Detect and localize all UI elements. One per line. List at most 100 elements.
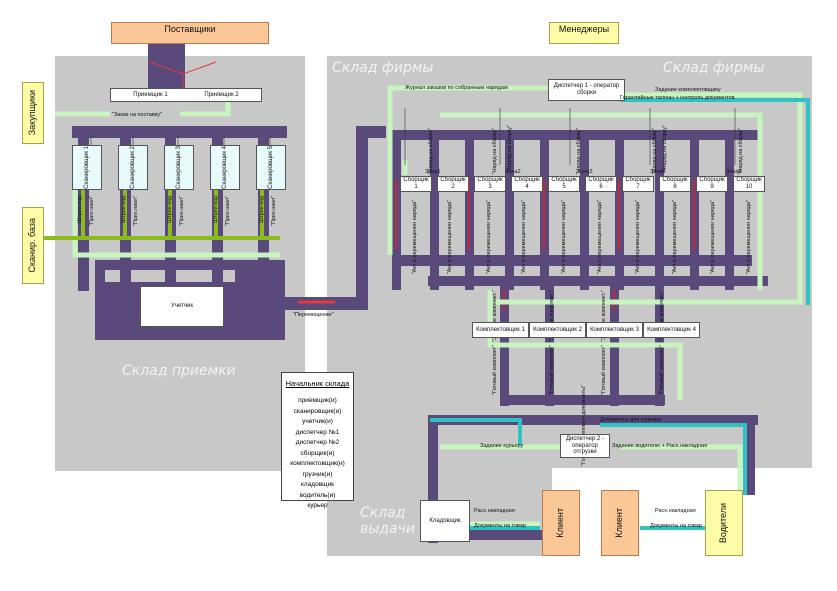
client-right-box: Клиент: [601, 490, 639, 556]
scanner-5-box: Сканировщик 5: [256, 145, 286, 190]
assembler-7-box: Сборщик 7: [622, 176, 654, 192]
drivers-label: Водители: [718, 502, 729, 544]
packer-3-box: Комплектовщик 3: [586, 322, 643, 338]
ready-set-label-3: "Готовый комплект": [601, 345, 607, 395]
packer-1-box: Комплектовщик 1: [472, 322, 529, 338]
barcode-label-5: Штрих-код: [259, 196, 265, 223]
ready-set-label-1: "Готовый комплект": [492, 345, 498, 395]
warranty-label: Гарантийные талоны + контроль документов: [620, 95, 735, 101]
barcode-label-4: Штрих-код: [213, 196, 219, 223]
dispatcher-1-box: Диспетчер 1 - оператор сборки: [548, 79, 625, 101]
move-act-label-3: "Акт о перемещении наряда": [486, 200, 492, 275]
income-label-5: "Прих.накл": [271, 196, 277, 227]
move-act-label-5: "Акт о перемещении наряда": [561, 200, 567, 275]
legend-item: приемщик(и): [298, 397, 337, 404]
move-act-label-10: "Акт о перемещении наряда": [746, 200, 752, 275]
assembly-order-label-2: "Наряд на сборку": [492, 128, 498, 175]
assembler-3-box: Сборщик 3: [474, 176, 506, 192]
cashier-box: Кладовщик: [420, 500, 470, 542]
expense-invoice-label: Расх.накладная: [474, 508, 515, 514]
legend-title: Начальник склада: [285, 379, 350, 388]
suppliers-box: Поставщики: [111, 22, 269, 44]
receivers-box: Приемщик 1 Приемщик 2: [110, 88, 262, 102]
move-act-label-4: "Акт о перемещении наряда": [521, 200, 527, 275]
scanner-1-label: Сканировщик 1: [83, 146, 90, 189]
legend-item: учетчик(и): [302, 418, 333, 425]
scanner-4-label: Сканировщик 4: [221, 146, 228, 189]
assembler-1-box: Сборщик 1: [400, 176, 432, 192]
packer-4-box: Комплектовщик 4: [643, 322, 700, 338]
scanner-3-box: Сканировщик 3: [164, 145, 194, 190]
zone-4-label: Зона4: [650, 169, 666, 175]
assembler-6-box: Сборщик 6: [585, 176, 617, 192]
assembly-order-label-7: "Наряд на сборку": [662, 125, 668, 172]
warehouse-head-legend: Начальник склада приемщик(и) сканировщик…: [281, 372, 354, 509]
assembler-5-box: Сборщик 5: [548, 176, 580, 192]
legend-item: комплектовщик(и): [290, 460, 345, 467]
assembler-9-box: Сборщик 9: [696, 176, 728, 192]
accountant-box: Учетчик: [140, 286, 224, 327]
move-act-label-2: "Акт о перемещении наряда": [447, 200, 453, 275]
scanner-1-box: Сканировщик 1: [72, 145, 102, 190]
zone-label-firm-right: Склад фирмы: [663, 60, 765, 76]
purchasers-box: Закупщики: [22, 82, 44, 144]
scan-base-box: Сканир. база: [22, 207, 44, 284]
scan-base-label: Сканир. база: [27, 218, 38, 273]
zone-2-label: Зона2: [505, 169, 521, 175]
move-act-label-8: "Акт о перемещении наряда": [672, 200, 678, 275]
legend-item: сканировщик(и): [293, 407, 342, 415]
zone-label-dispatch: Склад выдачи: [360, 505, 415, 537]
task-driver-label: Задание водителю + Расх.накладная: [612, 443, 708, 449]
zone-label-receiving: Склад приемки: [122, 363, 236, 379]
scanner-5-label: Сканировщик 5: [267, 146, 274, 189]
barcode-label-1: Штрих-код: [77, 196, 83, 223]
legend-item: кладовщик: [300, 481, 334, 488]
client-left-label: Клиент: [555, 508, 566, 538]
task-courier-label: Задание курьеру: [480, 443, 524, 449]
courier-flows: [430, 98, 810, 530]
journal-label: Журнал заказов по собранным нарядам: [405, 85, 508, 91]
assembler-8-box: Сборщик 8: [659, 176, 691, 192]
ready-set-label-2: "Готовый комплект": [549, 345, 555, 395]
expense-invoice-right-label: Расх.накладная: [655, 508, 696, 514]
zone-label-firm-left: Склад фирмы: [332, 60, 434, 76]
income-label-3: "Прих.накл": [179, 196, 185, 227]
assembly-order-label-4: "Наряд на сборку": [652, 128, 658, 175]
legend-item: курьер: [307, 502, 328, 509]
client-right-label: Клиент: [614, 508, 625, 538]
scanner-4-box: Сканировщик 4: [210, 145, 240, 190]
scanner-3-label: Сканировщик 3: [175, 146, 182, 189]
packer-2-box: Комплектовщик 2: [529, 322, 586, 338]
move-act-label-9: "Акт о перемещении наряда": [710, 200, 716, 275]
zone-1-label: Зона1: [425, 169, 441, 175]
scanner-2-label: Сканировщик 2: [129, 146, 136, 189]
client-left-box: Клиент: [542, 490, 580, 556]
assembly-order-label-3: "Наряд на сборку": [576, 128, 582, 175]
docs-goods-right-label: Документы на товар: [650, 523, 702, 529]
drivers-box: Водители: [705, 490, 743, 556]
task-packer-label: Задание комплектовщику: [655, 87, 721, 93]
assembly-order-label-5: "Наряд на сборку": [738, 128, 744, 175]
docs-goods-label: Документы на товар: [474, 523, 526, 529]
supply-order-label: "Заказ на поставку": [112, 112, 162, 118]
assembler-10-box: Сборщик 10: [733, 176, 765, 192]
move-act-label-7: "Акт о перемещении наряда": [635, 200, 641, 275]
scan-flows: [35, 190, 280, 240]
zone-3-label: Зона3: [577, 169, 593, 175]
purchasers-label: Закупщики: [27, 90, 38, 136]
barcode-label-2: Штрих-код: [121, 196, 127, 223]
assembly-order-label-6: "Наряд на сборку": [507, 125, 513, 172]
docs-courier-label: Документы для курьера: [600, 417, 662, 423]
transfer-label: "Перемещение": [293, 312, 334, 318]
scanner-2-box: Сканировщик 2: [118, 145, 148, 190]
move-act-label-1: "Акт о перемещении наряда": [412, 200, 418, 275]
assembler-4-box: Сборщик 4: [511, 176, 543, 192]
transfer-arrows: [395, 180, 695, 310]
legend-item: диспетчер №1: [295, 428, 340, 436]
barcode-label-3: Штрих-код: [167, 196, 173, 223]
legend-item: грузчик(и): [302, 470, 333, 478]
legend-item: водитель(и): [299, 491, 336, 499]
assembly-order-label-1: "Наряд на сборку": [428, 128, 434, 175]
managers-box: Менеджеры: [549, 22, 619, 44]
